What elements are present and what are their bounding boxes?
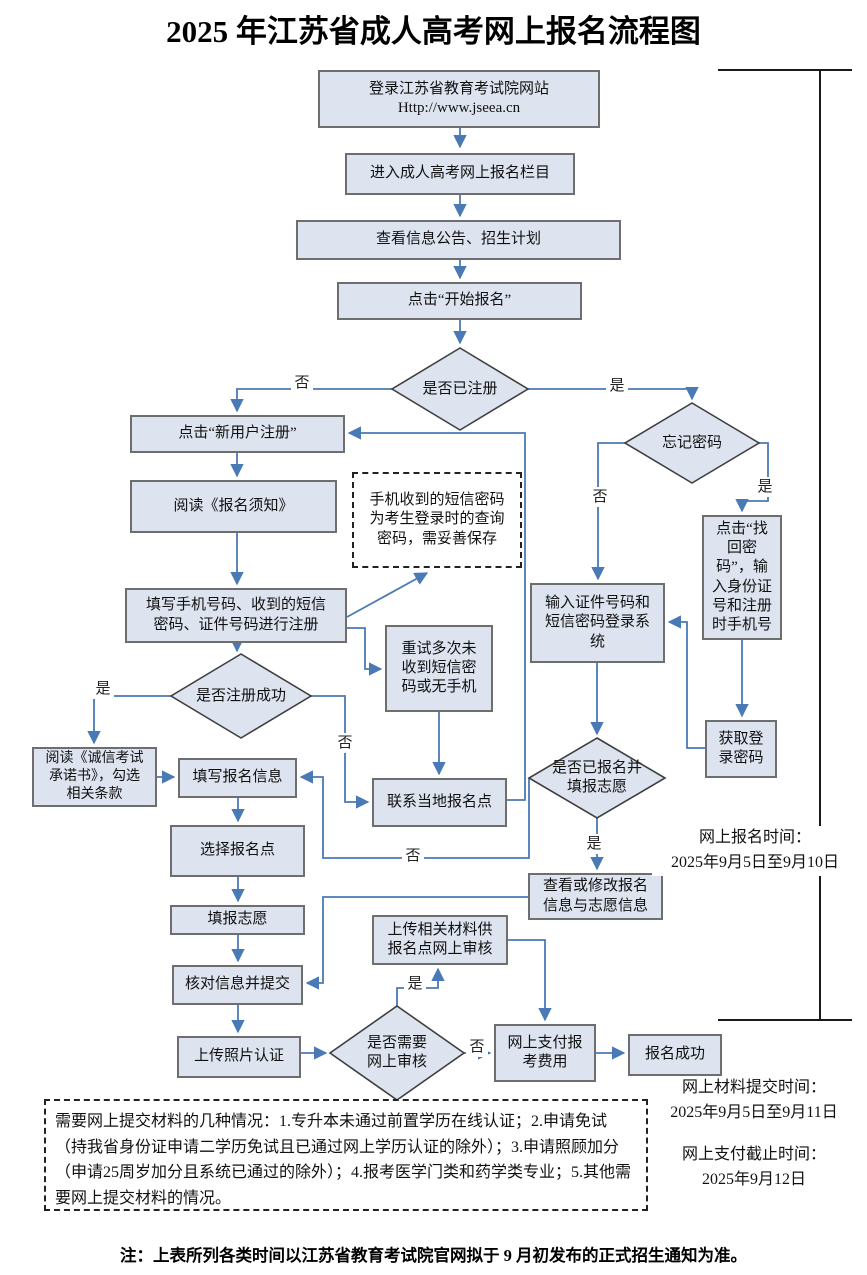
node-success: 报名成功: [628, 1034, 722, 1076]
edge-label-yes: 是: [404, 974, 426, 994]
node-enter-column: 进入成人高考网上报名栏目: [345, 153, 575, 195]
node-get-password: 获取登 录密码: [705, 720, 777, 778]
node-honesty-pledge: 阅读《诚信考试 承诺书》，勾选 相关条款: [32, 747, 157, 807]
node-login-system: 输入证件号码和 短信密码登录系 统: [530, 583, 665, 663]
node-upload-photo: 上传照片认证: [177, 1036, 301, 1078]
node-pay-fee: 网上支付报 考费用: [494, 1024, 596, 1082]
diamond-forgot-password: [623, 402, 761, 484]
node-view-notice: 查看信息公告、招生计划: [296, 220, 621, 260]
decision-register-ok: 是否注册成功: [195, 687, 286, 704]
node-verify-submit: 核对信息并提交: [172, 965, 303, 1005]
note-materials-cases: 需要网上提交材料的几种情况：1.专升本未通过前置学历在线认证；2.申请免试（持我…: [44, 1099, 648, 1211]
node-read-notice: 阅读《报名须知》: [130, 480, 337, 533]
footer-note: 注：上表所列各类时间以江苏省教育考试院官网拟于 9 月初发布的正式招生通知为准。: [120, 1246, 747, 1265]
edge-label-no: 否: [291, 373, 313, 393]
decision-applied: 是否已报名并 填报志愿: [551, 760, 642, 795]
edge-label-yes: 是: [754, 477, 776, 497]
node-find-password: 点击“找 回密 码”，输 入身份证 号和注册 时手机号: [702, 515, 782, 640]
diamond-register-ok: [169, 653, 313, 739]
node-fill-info: 填写报名信息: [178, 758, 297, 798]
payment-deadline-text: 网上支付截止时间： 2025年9月12日: [648, 1143, 860, 1193]
diamond-registered: [390, 347, 530, 431]
edge-label-yes: 是: [92, 679, 114, 699]
edge-label-yes: 是: [606, 376, 628, 396]
node-click-start: 点击“开始报名”: [337, 282, 582, 320]
decision-shapes: [169, 347, 761, 1101]
diamond-applied: [527, 737, 667, 819]
edge-label-no: 否: [402, 846, 424, 866]
edge-label-no: 否: [334, 733, 356, 753]
registration-time-text: 网上报名时间： 2025年9月5日至9月10日: [652, 826, 858, 876]
node-login-website: 登录江苏省教育考试院网站 Http://www.jseea.cn: [318, 70, 600, 128]
node-retry-no-sms: 重试多次未 收到短信密 码或无手机: [385, 625, 493, 712]
page-title: 2025 年江苏省成人高考网上报名流程图: [166, 14, 701, 49]
decision-forgot-password: 忘记密码: [661, 434, 722, 451]
decision-need-review: 是否需要 网上审核: [366, 1035, 427, 1070]
node-choose-point: 选择报名点: [170, 825, 305, 877]
node-new-user-register: 点击“新用户注册”: [130, 415, 345, 453]
node-fill-phone-register: 填写手机号码、收到的短信 密码、证件号码进行注册: [125, 588, 347, 643]
edge-label-no: 否: [589, 487, 611, 507]
edge-label-yes: 是: [583, 834, 605, 854]
node-contact-local-point: 联系当地报名点: [372, 778, 507, 827]
node-upload-materials: 上传相关材料供 报名点网上审核: [372, 915, 508, 965]
materials-time-text: 网上材料提交时间： 2025年9月5日至9月11日: [648, 1076, 860, 1126]
node-fill-volunteer: 填报志愿: [170, 905, 305, 935]
note-sms-password-tip: 手机收到的短信密码 为考生登录时的查询 密码，需妥善保存: [352, 472, 522, 568]
decision-registered: 是否已注册: [422, 380, 498, 397]
node-view-modify: 查看或修改报名 信息与志愿信息: [528, 873, 663, 920]
edge-label-no: 否: [466, 1037, 488, 1057]
